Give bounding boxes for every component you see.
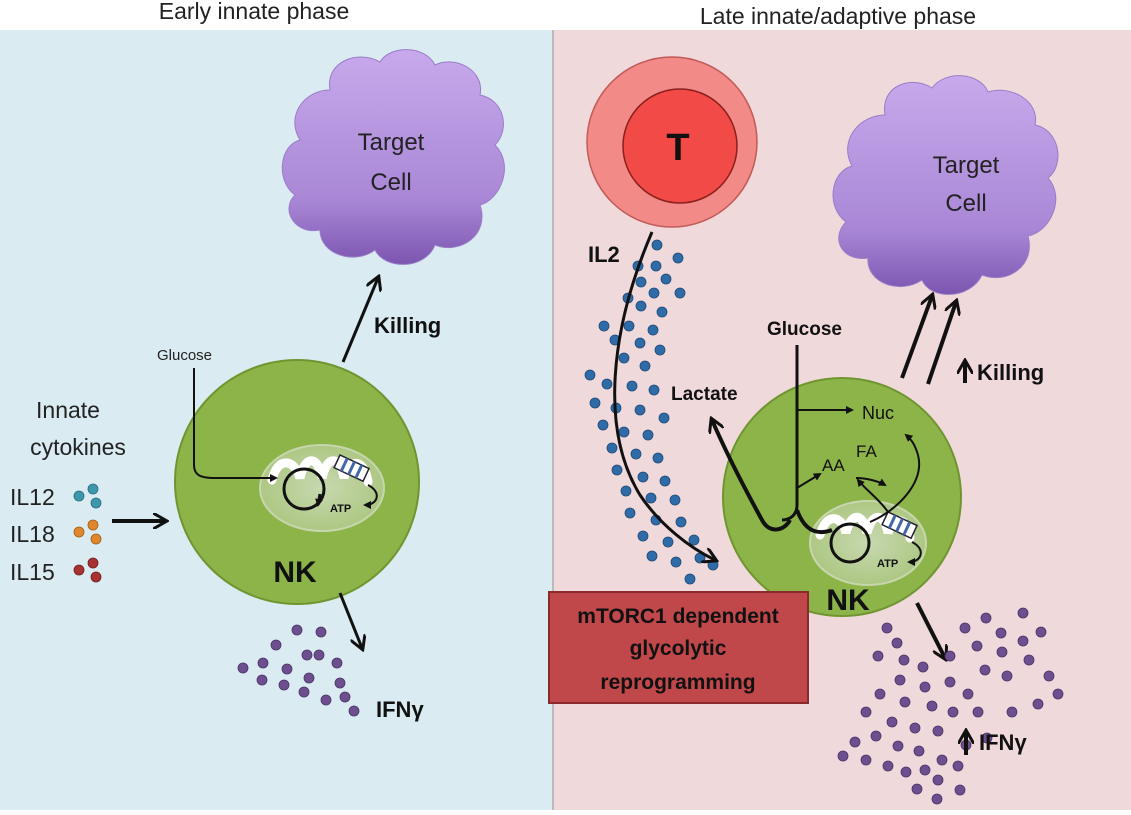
target-cell-left-label-1: Target (358, 129, 425, 156)
target-cell-right: Target Cell (832, 75, 1059, 295)
aa-label: AA (822, 456, 845, 475)
nuc-label: Nuc (862, 403, 894, 423)
ifng-arrow-left (338, 592, 362, 648)
killing-arrow-right-1 (900, 296, 932, 379)
t-cell: T (586, 56, 758, 228)
killing-label-right: Killing (977, 360, 1044, 385)
aa-arrow (796, 472, 822, 489)
target-cell-left-label-2: Cell (370, 169, 411, 196)
ifng-dots-left (237, 624, 360, 717)
il18-dots (73, 519, 102, 545)
target-cell-right-label-2: Cell (945, 190, 986, 217)
il2-arrow (613, 231, 715, 560)
mtorc1-box: mTORC1 dependent glycolytic reprogrammin… (548, 591, 809, 704)
target-cell-left: Target Cell (281, 49, 505, 265)
il18-label: IL18 (10, 521, 55, 547)
glucose-label-right: Glucose (767, 319, 842, 340)
mtorc1-label-2: glycolytic (630, 637, 727, 660)
atp-label-right: ATP (877, 558, 898, 570)
il15-dots (73, 557, 102, 583)
killing-arrow-right-2 (926, 302, 956, 385)
atp-label-left: ATP (330, 503, 351, 515)
il2-label: IL2 (588, 242, 620, 267)
lactate-arrow (712, 420, 792, 532)
il15-label: IL15 (10, 559, 55, 585)
glucose-arrow-left (193, 368, 278, 482)
killing-label-left: Killing (374, 313, 441, 338)
lactate-label: Lactate (671, 384, 738, 405)
fa-label: FA (856, 442, 877, 461)
nk-label-right: NK (826, 584, 870, 617)
right-panel-title: Late innate/adaptive phase (700, 3, 976, 29)
ifng-label-right: IFNγ (979, 730, 1027, 755)
target-cell-right-label-1: Target (933, 152, 1000, 179)
innate-cytokines-label-2: cytokines (30, 434, 126, 460)
ifng-dots-right (837, 607, 1064, 805)
fa-arrow (855, 477, 887, 486)
mitochondrion-left: ATP (259, 444, 385, 532)
left-panel-title: Early innate phase (159, 0, 350, 24)
killing-arrow-left (341, 278, 378, 363)
il12-dots (73, 483, 102, 509)
il12-label: IL12 (10, 484, 55, 510)
ifng-label-left: IFNγ (376, 697, 424, 722)
glucose-arrow-right (781, 345, 799, 522)
glucose-label-left: Glucose (157, 347, 212, 364)
innate-cytokines-label-1: Innate (36, 397, 100, 423)
nk-label-left: NK (273, 556, 317, 589)
ifng-arrow-right (915, 602, 945, 658)
fa-branch (856, 478, 889, 513)
mtorc1-label-1: mTORC1 dependent (577, 605, 778, 628)
nuc-return-arrow (869, 433, 921, 523)
mitochondrion-right: ATP (809, 500, 927, 586)
t-cell-label: T (666, 127, 689, 169)
glycolysis-to-mito (795, 509, 833, 535)
mtorc1-label-3: reprogramming (600, 671, 755, 694)
